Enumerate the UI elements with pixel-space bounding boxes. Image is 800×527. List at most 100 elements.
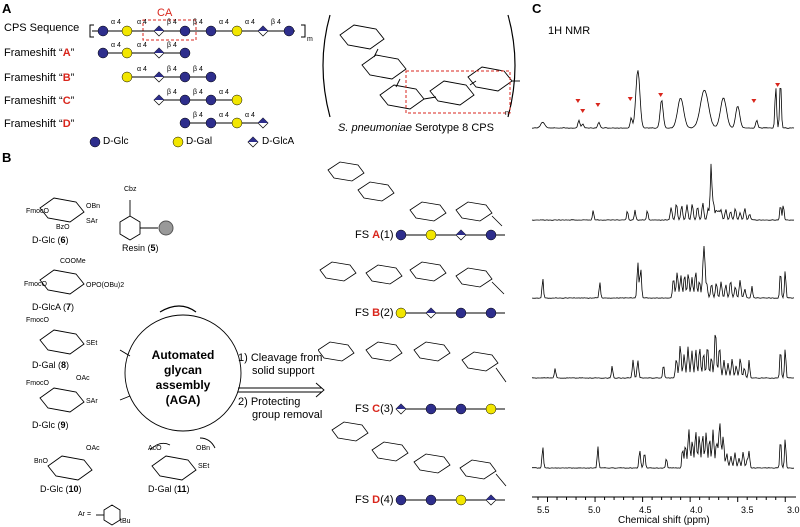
linkage-label: α 4: [111, 19, 121, 26]
linkage-label: α 4: [111, 42, 121, 49]
nmr-peak-markers: [575, 83, 781, 113]
n-subscript: n: [505, 110, 509, 117]
struct-label: SAr: [86, 398, 98, 405]
serotype8-cps-structure: [322, 14, 520, 118]
struct-label: OBn: [196, 445, 211, 452]
struct-label: FmocO: [26, 208, 49, 215]
peak-marker: [575, 99, 581, 103]
peak-marker: [627, 97, 633, 101]
struct-label: FmocO: [26, 317, 49, 324]
linkage-label: β 4: [167, 42, 177, 49]
nmr-spectrum-fs-c: [531, 334, 795, 380]
glc-symbol: [179, 25, 191, 37]
linkage-label: α 4: [219, 19, 229, 26]
struct-label: Cbz: [124, 186, 137, 193]
struct-label: SEt: [198, 463, 210, 470]
linkage-label: β 4: [193, 112, 203, 119]
aga-circle-label: Automated glycan assembly (AGA): [137, 348, 229, 408]
legend-glc-symbol: [89, 136, 101, 148]
linkage-label: α 4: [137, 19, 147, 26]
x-tick-label: 3.0: [787, 505, 800, 515]
struct-label: COOMe: [60, 258, 86, 265]
struct-label: FmocO: [24, 281, 47, 288]
step1-text: 1) Cleavage from solid support: [238, 352, 322, 378]
struct-label: OAc: [86, 445, 100, 452]
glc-symbol: [205, 25, 217, 37]
ca-dashed-box: [142, 19, 197, 41]
linkage-label: α 4: [245, 112, 255, 119]
glca-symbol: [153, 25, 165, 37]
legend-gal-label: D-Gal: [186, 136, 213, 147]
product-a-chain: [395, 229, 505, 241]
struct-label: BzO: [56, 224, 70, 231]
struct-label: AcO: [148, 445, 162, 452]
glc-symbol: [283, 25, 295, 37]
bb-gal8-label: D-Gal (8): [32, 360, 70, 370]
ar-label: Ar =: [78, 511, 92, 518]
legend-glca-symbol: [247, 136, 259, 148]
glc-symbol: [97, 25, 109, 37]
linkage-label: α 4: [137, 66, 147, 73]
struct-label: SAr: [86, 218, 98, 225]
peak-marker: [595, 103, 601, 107]
linkage-label: α 4: [219, 112, 229, 119]
frameshift-d-label: Frameshift “D”: [4, 118, 75, 130]
legend-glca-label: D-GlcA: [262, 136, 295, 147]
glca-symbol: [257, 25, 269, 37]
x-tick-label: 3.5: [741, 505, 754, 515]
panel-b-letter: B: [2, 150, 12, 165]
bb-gal11-label: D-Gal (11): [148, 484, 190, 494]
step2-text: 2) Protecting group removal: [238, 396, 322, 422]
repeat-paren-left: [322, 14, 331, 118]
product-a-label: FS A(1): [355, 229, 394, 241]
linkage-label: β 4: [271, 19, 281, 26]
cps-sequence-label: CPS Sequence: [4, 22, 80, 34]
product-symbol-chains: [395, 229, 505, 506]
bb-glca7-label: D-GlcA (7): [32, 302, 75, 312]
peak-marker: [751, 99, 757, 103]
step-line: 2) Protecting: [238, 396, 301, 408]
product-structures: [318, 161, 507, 487]
linkage-label: β 4: [193, 89, 203, 96]
aga-line: (AGA): [165, 393, 201, 407]
aga-line: Automated: [151, 348, 215, 362]
frameshift-a-label: Frameshift “A”: [4, 47, 75, 59]
building-blocks-drawing: [39, 197, 325, 526]
x-tick-label: 5.0: [588, 505, 601, 515]
nmr-spectrum-fs-d: [532, 423, 794, 469]
peak-marker: [658, 93, 664, 97]
product-c-chain: [395, 403, 505, 415]
serotype8-caption: S. pneumoniae Serotype 8 CPS: [338, 122, 494, 134]
legend-glc-label: D-Glc: [103, 136, 129, 147]
frameshift-d-chain: [179, 117, 269, 129]
step-line: 1) Cleavage from: [238, 352, 323, 364]
nmr-title: 1H NMR: [548, 25, 591, 37]
x-tick-label: 5.5: [537, 505, 550, 515]
struct-label: OPO(OBu)2: [86, 282, 125, 289]
repeat-bracket-left: [89, 24, 94, 38]
linkage-label: β 4: [167, 89, 177, 96]
frameshift-c-chain: [153, 94, 243, 106]
repeat-subscript: m: [307, 36, 313, 43]
product-d-chain: [395, 494, 505, 506]
linkage-label: β 4: [167, 19, 177, 26]
frameshift-a-chain: [97, 47, 191, 59]
linkage-label: α 4: [219, 89, 229, 96]
resin-label: Resin (5): [122, 243, 159, 253]
frameshift-c-label: Frameshift “C”: [4, 95, 75, 107]
gal-symbol: [121, 25, 133, 37]
repeat-paren-right: [507, 14, 516, 118]
step-line: group removal: [252, 409, 323, 421]
linkage-label: β 4: [193, 19, 203, 26]
struct-label: FmocO: [26, 380, 49, 387]
struct-label: OAc: [76, 375, 90, 382]
product-b-label: FS B(2): [355, 307, 394, 319]
peak-marker: [580, 109, 586, 113]
nmr-spectra: [531, 70, 796, 502]
linkage-label: β 4: [167, 66, 177, 73]
ca-dashed-box: [405, 70, 511, 114]
linkage-label: α 4: [245, 19, 255, 26]
panel-a-sequences: [89, 19, 306, 148]
nmr-x-ticks: [537, 497, 786, 502]
x-tick-label: 4.5: [639, 505, 652, 515]
